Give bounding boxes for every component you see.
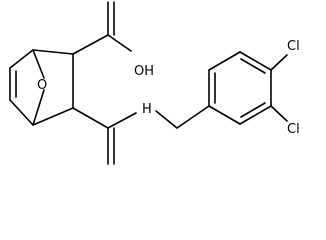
bond-benzyl-to-ring xyxy=(176,105,210,129)
dichlorophenyl-ring: Cl Cl xyxy=(208,39,300,137)
bond-ring-to-carboxyl-carbon xyxy=(72,34,109,55)
ring-bond-6 xyxy=(208,105,241,125)
bond-bridge-oxygen-to-bridgehead-bottom xyxy=(32,89,45,126)
hydroxyl-label: OH xyxy=(134,64,154,79)
chlorine-lower-label: Cl xyxy=(287,122,300,137)
bond-nitrogen-to-benzyl-carbon xyxy=(155,110,178,129)
ring-bond-5 xyxy=(239,105,272,125)
ring-bond-3-inner xyxy=(240,58,266,74)
amide-group: H xyxy=(72,102,210,165)
carboxylic-acid-group: OH xyxy=(72,1,154,79)
bridge-oxygen-label: O xyxy=(37,78,47,93)
chemical-structure-diagram: O OH H Cl Cl xyxy=(9,1,300,165)
ring-bond-2 xyxy=(208,51,241,71)
bond-bridgehead-top-to-c-top xyxy=(32,49,74,55)
bond-ring-to-upper-chlorine xyxy=(270,54,288,71)
chlorine-upper-label: Cl xyxy=(287,39,300,54)
ring-bond-3 xyxy=(239,51,272,71)
amide-nh-label: H xyxy=(142,102,152,117)
bond-amide-carbon-to-nitrogen xyxy=(107,112,137,129)
bond-ring-to-amide-carbon xyxy=(72,107,109,129)
bond-alkene-bottom-to-bridgehead-bottom xyxy=(9,99,34,126)
ring-bond-5-inner xyxy=(240,102,266,118)
bond-carboxyl-to-hydroxyl xyxy=(107,34,132,52)
bond-bridgehead-top-to-bridge-oxygen xyxy=(32,49,45,79)
bond-ring-to-lower-chlorine xyxy=(270,105,288,122)
bond-c-bottom-to-bridgehead-bottom xyxy=(32,107,74,126)
bond-bridgehead-top-to-alkene-top xyxy=(9,49,34,69)
bicyclic-core: O xyxy=(9,49,74,126)
